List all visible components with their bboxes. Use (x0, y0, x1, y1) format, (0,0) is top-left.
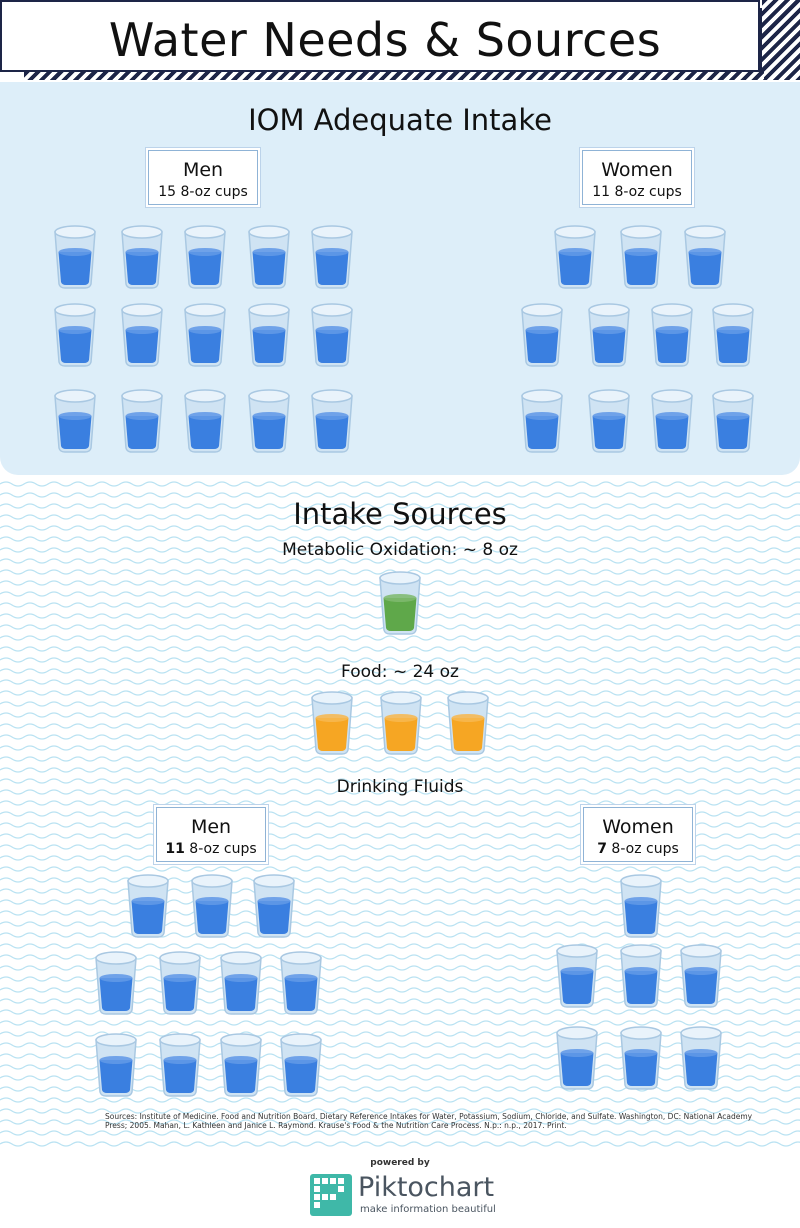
iom-women-glass (587, 302, 631, 368)
food-label: Food: ~ 24 oz (341, 662, 459, 682)
iom-women-glass (520, 388, 564, 454)
iom-women-glass (587, 388, 631, 454)
drink-men-glass (94, 950, 138, 1016)
footer (0, 1148, 800, 1228)
brand-tagline: make information beautiful (360, 1204, 496, 1215)
iom-women-glass (553, 224, 597, 290)
iom-men-glass (310, 388, 354, 454)
iom-women-glass (711, 302, 755, 368)
sources-heading: Intake Sources (293, 497, 507, 531)
title-box (0, 0, 760, 72)
iom-men-glass (53, 302, 97, 368)
drink-women-glass (619, 1025, 663, 1091)
metabolic-glass (378, 570, 422, 636)
iom-heading: IOM Adequate Intake (248, 103, 552, 137)
drink-men-glass (279, 950, 323, 1016)
iom-women-name: Women (601, 159, 673, 181)
iom-men-glass (120, 388, 164, 454)
iom-women-glass (650, 302, 694, 368)
iom-men-glass (53, 224, 97, 290)
iom-women-glass (619, 224, 663, 290)
iom-men-glass (247, 224, 291, 290)
iom-men-glass (310, 224, 354, 290)
drink-men-cups-number: 11 (165, 841, 185, 857)
drink-women-label: Women 7 8-oz cups (583, 807, 693, 862)
iom-men-glass (183, 302, 227, 368)
drink-women-glass (619, 873, 663, 939)
drink-women-name: Women (602, 816, 674, 838)
iom-men-glass (247, 388, 291, 454)
citation: Sources: Institute of Medicine. Food and… (105, 1112, 753, 1130)
iom-men-cups: 15 8-oz cups (158, 184, 248, 200)
drink-men-glass (190, 873, 234, 939)
drink-women-glass (679, 1025, 723, 1091)
drink-women-glass (555, 1025, 599, 1091)
drink-women-glass (555, 943, 599, 1009)
food-glass (379, 690, 423, 756)
drink-men-glass (158, 950, 202, 1016)
iom-men-glass (53, 388, 97, 454)
drinking-label: Drinking Fluids (336, 777, 464, 797)
drink-men-glass (279, 1032, 323, 1098)
drink-men-glass (219, 950, 263, 1016)
iom-men-glass (247, 302, 291, 368)
metabolic-label: Metabolic Oxidation: ~ 8 oz (282, 540, 518, 560)
iom-men-glass (310, 302, 354, 368)
drink-men-cups: 11 8-oz cups (157, 839, 265, 859)
drink-men-glass (219, 1032, 263, 1098)
iom-men-glass (120, 302, 164, 368)
iom-women-cups: 11 8-oz cups (592, 184, 682, 200)
drink-men-name: Men (190, 816, 232, 838)
iom-women-glass (520, 302, 564, 368)
iom-women-glass (650, 388, 694, 454)
iom-women-glass (711, 388, 755, 454)
drink-women-cups-unit: 8-oz cups (606, 841, 679, 857)
iom-men-glass (183, 388, 227, 454)
drink-women-glass (619, 943, 663, 1009)
iom-women-glass (683, 224, 727, 290)
title-stripes-bottom (24, 72, 764, 80)
drink-men-glass (126, 873, 170, 939)
drink-women-cups: 7 8-oz cups (584, 839, 692, 859)
iom-men-glass (183, 224, 227, 290)
iom-men-glass (120, 224, 164, 290)
powered-by: powered by (370, 1158, 430, 1168)
drink-men-cups-unit: 8-oz cups (184, 841, 257, 857)
drink-men-glass (158, 1032, 202, 1098)
drink-men-glass (94, 1032, 138, 1098)
drink-men-glass (252, 873, 296, 939)
title-stripes (762, 0, 800, 80)
iom-men-label: Men 15 8-oz cups (148, 150, 258, 205)
page-title: Water Needs & Sources (108, 13, 662, 67)
food-glass (446, 690, 490, 756)
drink-women-glass (679, 943, 723, 1009)
iom-women-label: Women 11 8-oz cups (582, 150, 692, 205)
drink-men-label: Men 11 8-oz cups (156, 807, 266, 862)
drink-women-cups-number: 7 (597, 841, 607, 857)
piktochart-logo-icon (310, 1174, 352, 1216)
brand-name: Piktochart (358, 1172, 495, 1203)
food-glass (310, 690, 354, 756)
iom-men-name: Men (182, 159, 224, 181)
